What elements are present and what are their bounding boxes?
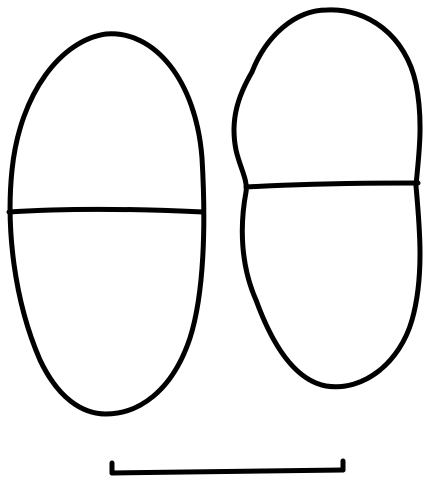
scale-bar-line [112, 470, 343, 473]
spore-left [9, 34, 204, 414]
spore-right-outline [234, 10, 420, 387]
spore-left-septum [9, 209, 203, 212]
spore-left-outline [10, 34, 204, 414]
spore-right-septum [246, 183, 418, 187]
spore-right [234, 10, 420, 387]
scale-bar [112, 461, 343, 473]
